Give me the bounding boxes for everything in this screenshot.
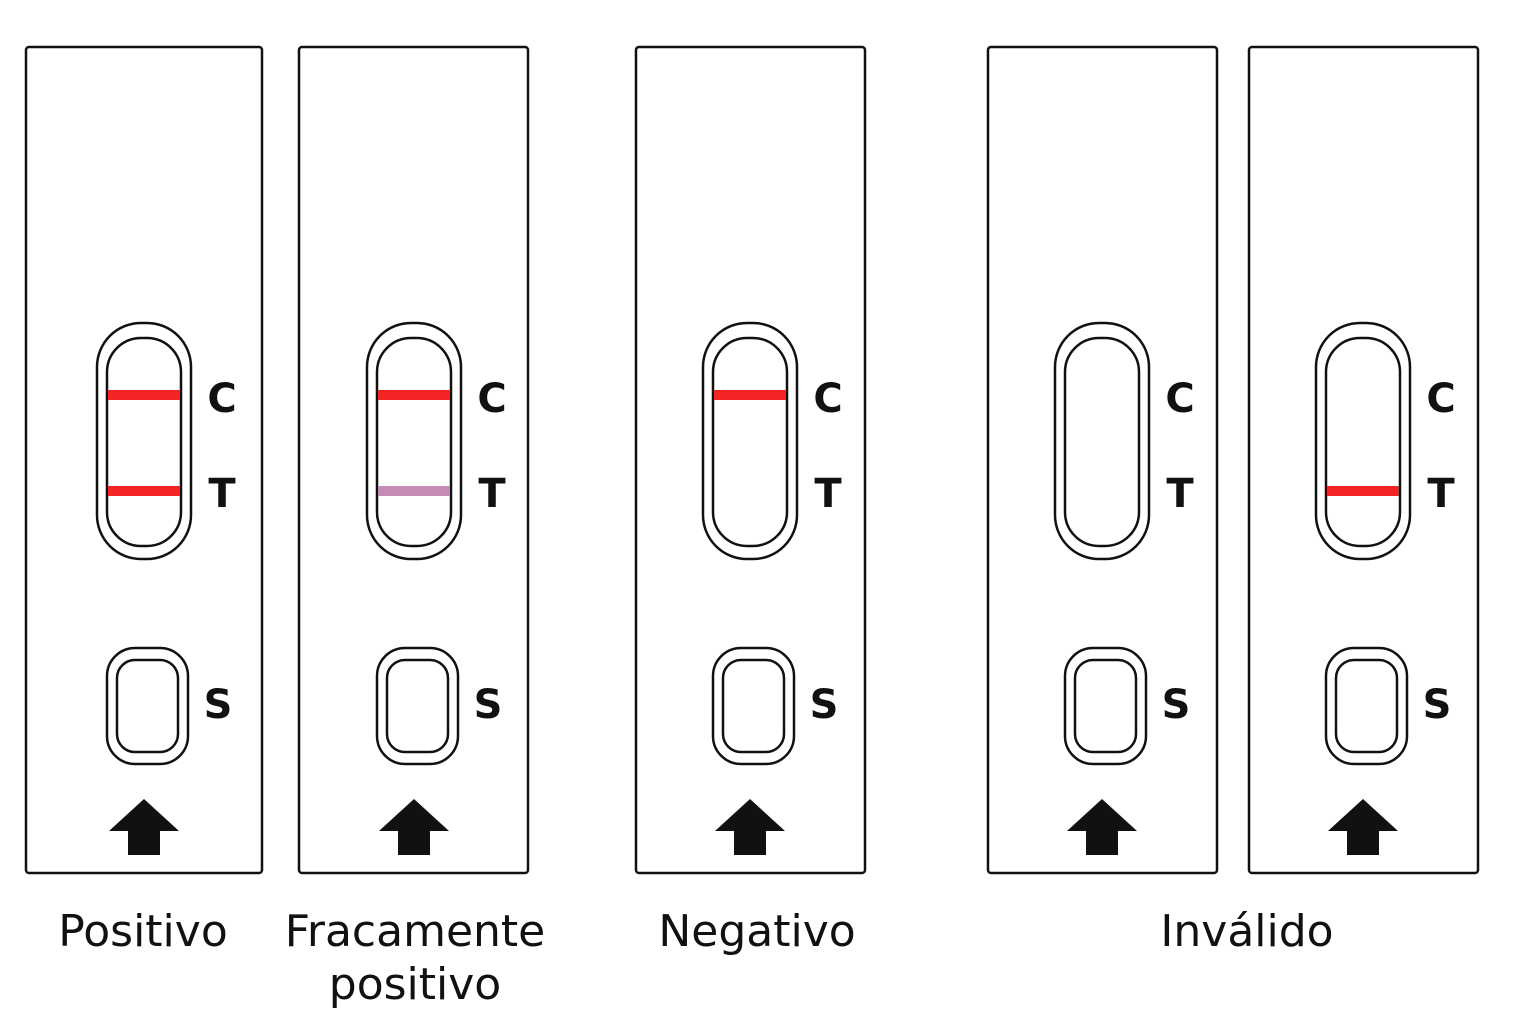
arrow-up-icon: [715, 799, 785, 855]
label-weak-positive-line2: positivo: [328, 959, 502, 1010]
result-window-inner: [711, 336, 789, 548]
sample-marker-label: S: [1423, 682, 1452, 728]
control-line: [378, 390, 450, 400]
control-marker-label: C: [1165, 376, 1194, 422]
sample-well-inner: [385, 658, 450, 754]
control-marker-label: C: [813, 376, 842, 422]
test-marker-label: T: [814, 471, 842, 517]
control-line: [714, 390, 786, 400]
test-line: [1327, 486, 1399, 496]
test-marker-label: T: [208, 471, 236, 517]
sample-well-inner: [721, 658, 786, 754]
sample-marker-label: S: [810, 682, 839, 728]
test-marker-label: T: [1166, 471, 1194, 517]
label-positive: Positivo: [58, 906, 228, 957]
test-line: [378, 486, 450, 496]
control-line: [108, 390, 180, 400]
test-marker-label: T: [478, 471, 506, 517]
label-negative: Negativo: [658, 906, 856, 957]
control-marker-label: C: [207, 376, 236, 422]
sample-marker-label: S: [204, 682, 233, 728]
sample-marker-label: S: [474, 682, 503, 728]
result-window-inner: [375, 336, 453, 548]
control-marker-label: C: [477, 376, 506, 422]
test-strip-3: C T S: [634, 45, 867, 875]
sample-marker-label: S: [1162, 682, 1191, 728]
arrow-up-icon: [379, 799, 449, 855]
sample-well-inner: [1073, 658, 1138, 754]
arrow-up-icon: [1328, 799, 1398, 855]
arrow-up-icon: [1067, 799, 1137, 855]
test-marker-label: T: [1427, 471, 1455, 517]
sample-well-inner: [115, 658, 180, 754]
label-invalid: Inválido: [1160, 906, 1334, 957]
label-weak-positive-line1: Fracamente: [284, 906, 546, 957]
test-strip-1: C T S: [24, 45, 264, 875]
test-strip-2: C T S: [297, 45, 530, 875]
result-window-inner: [105, 336, 183, 548]
test-strip-4: C T S: [986, 45, 1219, 875]
sample-well-inner: [1334, 658, 1399, 754]
control-marker-label: C: [1426, 376, 1455, 422]
result-window-inner: [1324, 336, 1402, 548]
test-strip-5: C T S: [1247, 45, 1480, 875]
arrow-up-icon: [109, 799, 179, 855]
test-line: [108, 486, 180, 496]
result-window-inner: [1063, 336, 1141, 548]
